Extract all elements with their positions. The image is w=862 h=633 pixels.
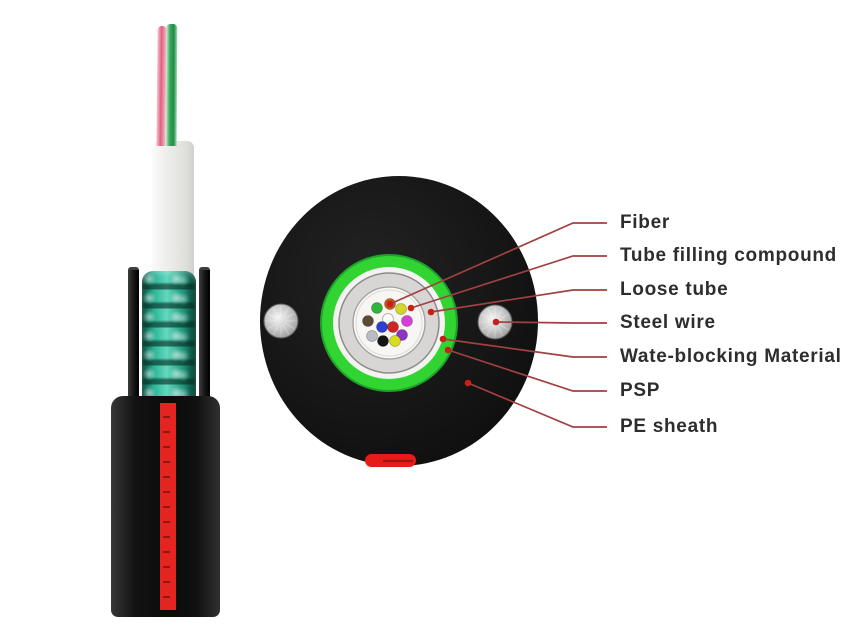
fiber-black — [377, 335, 389, 347]
pe-sheath-side — [111, 396, 220, 617]
red-marking-stripe — [160, 403, 176, 610]
steel-wire-section — [263, 303, 299, 339]
leader-dot — [386, 300, 394, 308]
leader-dot — [427, 308, 435, 316]
leader-line — [389, 222, 607, 305]
label-wate-blocking-material: Wate-blocking Material — [620, 346, 842, 367]
label-tube-filling-compound: Tube filling compound — [620, 245, 837, 266]
leader-line — [442, 338, 607, 358]
fiber-red — [387, 321, 399, 333]
leader-line — [410, 255, 607, 309]
fiber-rose — [401, 315, 413, 327]
label-fiber: Fiber — [620, 212, 670, 233]
leader-dot — [439, 335, 447, 343]
label-loose-tube: Loose tube — [620, 279, 729, 300]
label-steel-wire: Steel wire — [620, 312, 716, 333]
leader-line — [430, 289, 607, 313]
leader-dot — [444, 346, 452, 354]
psp-armor-side — [142, 271, 196, 402]
steel-wire-left — [128, 267, 139, 400]
fiber-slate — [366, 330, 378, 342]
leader-dot — [492, 318, 500, 326]
leader-dot — [464, 379, 472, 387]
label-pe-sheath: PE sheath — [620, 416, 719, 437]
leader-line — [447, 349, 607, 392]
fiber-brown — [362, 315, 374, 327]
fiber-yellow — [395, 303, 407, 315]
stripe-print-marks — [163, 409, 170, 603]
fiber-green — [371, 302, 383, 314]
fiber-white — [382, 313, 394, 325]
leader-line — [467, 382, 607, 428]
steel-wire-right — [199, 267, 210, 400]
fiber-aqua — [389, 335, 401, 347]
leader-line — [495, 321, 607, 324]
loose-tube-side — [152, 141, 194, 276]
label-psp: PSP — [620, 380, 661, 401]
leader-dot — [407, 304, 415, 312]
